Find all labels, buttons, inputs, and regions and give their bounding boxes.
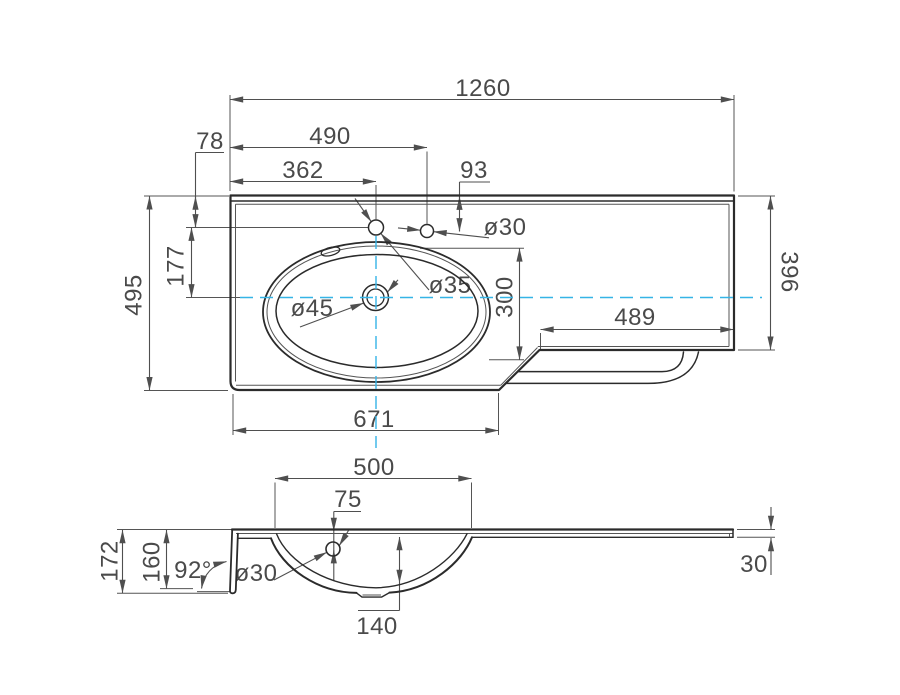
dim-right-depth: 396 xyxy=(767,196,803,351)
leader-overflow-diameter: ø30 xyxy=(235,530,349,587)
dim-front-height-label: 160 xyxy=(139,541,166,583)
dim-top-thickness: 30 xyxy=(740,507,775,578)
countertop-outline xyxy=(229,194,736,392)
dim-hole2-diameter-label: ø30 xyxy=(484,214,527,241)
dim-basin-cutout-depth: 300 xyxy=(492,248,523,360)
dim-total-width: 1260 xyxy=(229,75,735,103)
dim-top-thickness-label: 30 xyxy=(740,551,768,578)
dim-total-depth-label: 495 xyxy=(121,274,148,316)
dim-drain-diameter-label: ø45 xyxy=(291,295,334,322)
dim-basin-center: 177 xyxy=(163,227,195,298)
extension-lines-section xyxy=(117,482,775,594)
dim-basin-width-label: 500 xyxy=(353,454,395,481)
towel-rail xyxy=(505,351,700,385)
dim-hole2-from-left-label: 490 xyxy=(309,123,351,150)
dim-total-height-label: 172 xyxy=(97,540,124,582)
overflow-hole-section xyxy=(325,541,341,557)
dim-left-width: 671 xyxy=(232,406,499,434)
dim-hole1-from-left-label: 362 xyxy=(282,157,324,184)
dim-overflow-diameter-label: ø30 xyxy=(235,560,278,587)
apron-profile xyxy=(229,528,239,595)
dim-hole-offset-top-label: 78 xyxy=(196,128,224,155)
dim-hole2-offset-top: 93 xyxy=(456,157,490,232)
bowl-profile xyxy=(270,533,473,594)
dim-hole2-from-left: 490 xyxy=(229,123,428,151)
countertop-edge-details xyxy=(229,200,735,386)
dim-front-height: 160 xyxy=(139,529,170,589)
dim-hole1-diameter-label: ø35 xyxy=(429,272,472,299)
overflow-slot xyxy=(320,246,341,257)
dim-left-width-label: 671 xyxy=(353,406,395,433)
dim-hole2-offset-top-label: 93 xyxy=(460,157,488,184)
second-faucet-hole xyxy=(419,223,435,239)
dim-hole-offset-top: 78 xyxy=(192,128,224,228)
leader-hole2-diameter: ø30 xyxy=(397,214,527,241)
dim-bowl-depth: 140 xyxy=(356,536,403,640)
dim-right-width-label: 489 xyxy=(614,304,656,331)
dim-basin-width: 500 xyxy=(274,454,472,482)
dim-basin-center-label: 177 xyxy=(163,245,190,287)
drain-boss xyxy=(355,591,391,598)
dim-total-width-label: 1260 xyxy=(455,75,510,102)
dim-total-depth: 495 xyxy=(121,196,153,391)
top-view: 1260 490 362 78 93 xyxy=(121,75,803,448)
dim-total-height: 172 xyxy=(97,529,126,594)
dim-right-width: 489 xyxy=(540,304,734,333)
leader-drain-diameter: ø45 xyxy=(291,279,399,328)
countertop-section-profile xyxy=(230,528,735,539)
dim-hole1-from-left: 362 xyxy=(229,157,377,185)
dim-front-angle-label: 92° xyxy=(174,557,212,584)
dim-overflow-from-top-label: 75 xyxy=(334,486,362,513)
dim-overflow-from-top: 75 xyxy=(330,486,362,581)
dim-bowl-depth-label: 140 xyxy=(356,613,398,640)
section-view: 500 75 172 160 92° ø30 xyxy=(97,454,775,640)
faucet-hole xyxy=(367,219,385,236)
dim-front-angle: 92° xyxy=(174,557,227,589)
dim-right-depth-label: 396 xyxy=(776,251,803,293)
leader-hole1-diameter: ø35 xyxy=(354,198,472,299)
